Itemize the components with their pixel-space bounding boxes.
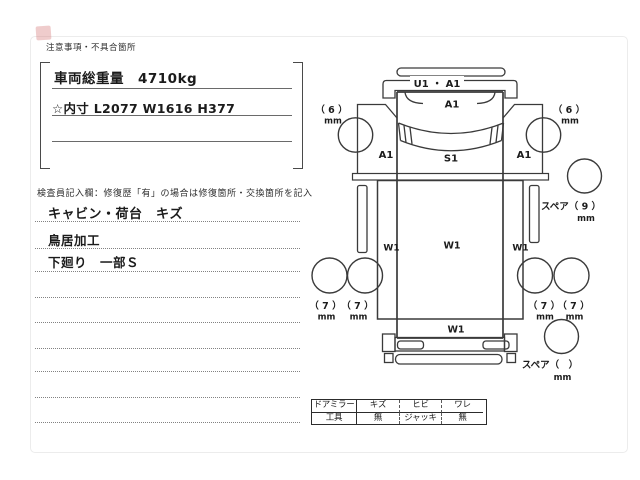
table-cell-door-mirror: ドアミラー — [312, 400, 357, 413]
dotted-line — [35, 371, 300, 372]
notes-title: 注意事項・不具合箇所 — [46, 43, 137, 53]
table-cell-jack: ジャッキ — [400, 412, 442, 424]
bed-right-code: W1 — [512, 244, 528, 254]
bed-left-code: W1 — [383, 244, 399, 254]
rear-bumper-slot-left — [396, 340, 425, 350]
rear-depth-unit: mm — [318, 313, 336, 323]
table-cell-jack-none: 無 — [458, 412, 467, 423]
dotted-line — [35, 271, 300, 272]
cab-panel-code: A1 — [445, 100, 460, 111]
front-right-depth-unit: mm — [561, 117, 579, 127]
rear-depth: （ 7 ） — [309, 300, 341, 312]
windshield-lower-arc — [400, 139, 502, 152]
rear-right-outer-tire — [553, 257, 590, 294]
rear-bumper-slot-right — [482, 340, 510, 350]
rear-tab-right — [506, 352, 517, 364]
note-underline — [52, 115, 292, 116]
dotted-line — [35, 248, 300, 249]
rear-bumper-end-left — [381, 333, 396, 353]
rear-right-inner-tire — [516, 257, 554, 294]
inspector-entry: 下廻り 一部Ｓ — [48, 255, 140, 270]
right-fender — [502, 103, 544, 173]
cab-corner-right — [476, 92, 496, 105]
table-cell-scratch: キズ — [357, 400, 400, 413]
side-guard-right — [528, 184, 540, 244]
notes-bracket-left — [40, 62, 50, 169]
rear-depth: （ 7 ） — [557, 300, 589, 312]
note-underline — [52, 88, 292, 89]
inspector-entry: 鳥居加工 — [48, 233, 101, 248]
side-guard-left — [356, 184, 368, 254]
front-left-depth-unit: mm — [324, 117, 342, 127]
dotted-line — [35, 422, 300, 423]
table-cell-tools-none: 無 — [357, 412, 400, 424]
right-fender-code: A1 — [517, 150, 532, 161]
rear-tab-left — [383, 352, 394, 364]
rear-bumper-bar — [394, 336, 506, 352]
dotted-line — [35, 348, 300, 349]
windshield-code: S1 — [444, 154, 458, 165]
inspector-entry: キャビン・荷台 キズ — [48, 207, 184, 222]
a-pillar-hatches — [403, 125, 499, 145]
dotted-line — [35, 221, 300, 222]
spare-tire-top — [566, 158, 603, 194]
rear-lower-bar — [394, 353, 503, 365]
rear-left-outer-tire — [311, 257, 348, 294]
inner-dimensions-note: ☆内寸 L2077 W1616 H377 — [52, 101, 236, 116]
gross-weight-note: 車両総重量 4710kg — [54, 71, 198, 87]
dotted-line — [35, 397, 300, 398]
front-right-depth: （ 6 ） — [553, 104, 585, 116]
equipment-table: ドアミラー キズ ヒビ ワレ 工具 無 ジャッキ 無 — [311, 399, 487, 425]
front-bumper — [396, 67, 506, 77]
spare-top-label: スペア（ 9 ） — [541, 201, 601, 213]
cab-corner-left — [404, 92, 424, 105]
note-underline — [52, 141, 292, 142]
bed-rear-code: W1 — [447, 325, 464, 336]
rear-depth-unit: mm — [536, 313, 554, 323]
front-left-depth: （ 6 ） — [315, 104, 347, 116]
dotted-line — [35, 322, 300, 323]
front-label-bg — [410, 76, 464, 87]
table-cell-break: ワレ — [442, 400, 483, 413]
table-cell-crack: ヒビ — [400, 400, 442, 413]
spare-top-unit: mm — [577, 214, 595, 224]
spare-bottom-unit: mm — [554, 373, 572, 383]
bed-outer-frame — [376, 179, 524, 320]
rear-depth: （ 7 ） — [341, 300, 373, 312]
left-fender — [356, 103, 398, 173]
rear-depth-unit: mm — [350, 313, 368, 323]
spare-tire-bottom — [543, 318, 580, 355]
rear-depth: （ 7 ） — [528, 300, 560, 312]
left-fender-code: A1 — [379, 150, 394, 161]
bed-center-code: W1 — [443, 241, 460, 252]
inspector-title: 検査員記入欄：修復歴「有」の場合は修復箇所・交換箇所を記入 — [37, 189, 313, 199]
cab-step-band — [351, 172, 550, 181]
sheet-frame — [30, 36, 628, 453]
front-panel-code: U1 ・ A1 — [414, 79, 461, 90]
dotted-line — [35, 297, 300, 298]
front-left-tire — [337, 117, 374, 153]
front-right-tire — [525, 117, 562, 153]
spare-bottom-label: スペア（ ） — [522, 359, 578, 371]
rear-depth-unit: mm — [566, 313, 584, 323]
rear-left-inner-tire — [346, 257, 384, 294]
windshield-upper-arc — [398, 122, 504, 135]
notes-bracket-right — [293, 62, 303, 169]
table-cell-tools: 工具 — [312, 412, 357, 424]
windshield-end-caps — [397, 122, 505, 141]
cowl-panel — [382, 79, 518, 99]
